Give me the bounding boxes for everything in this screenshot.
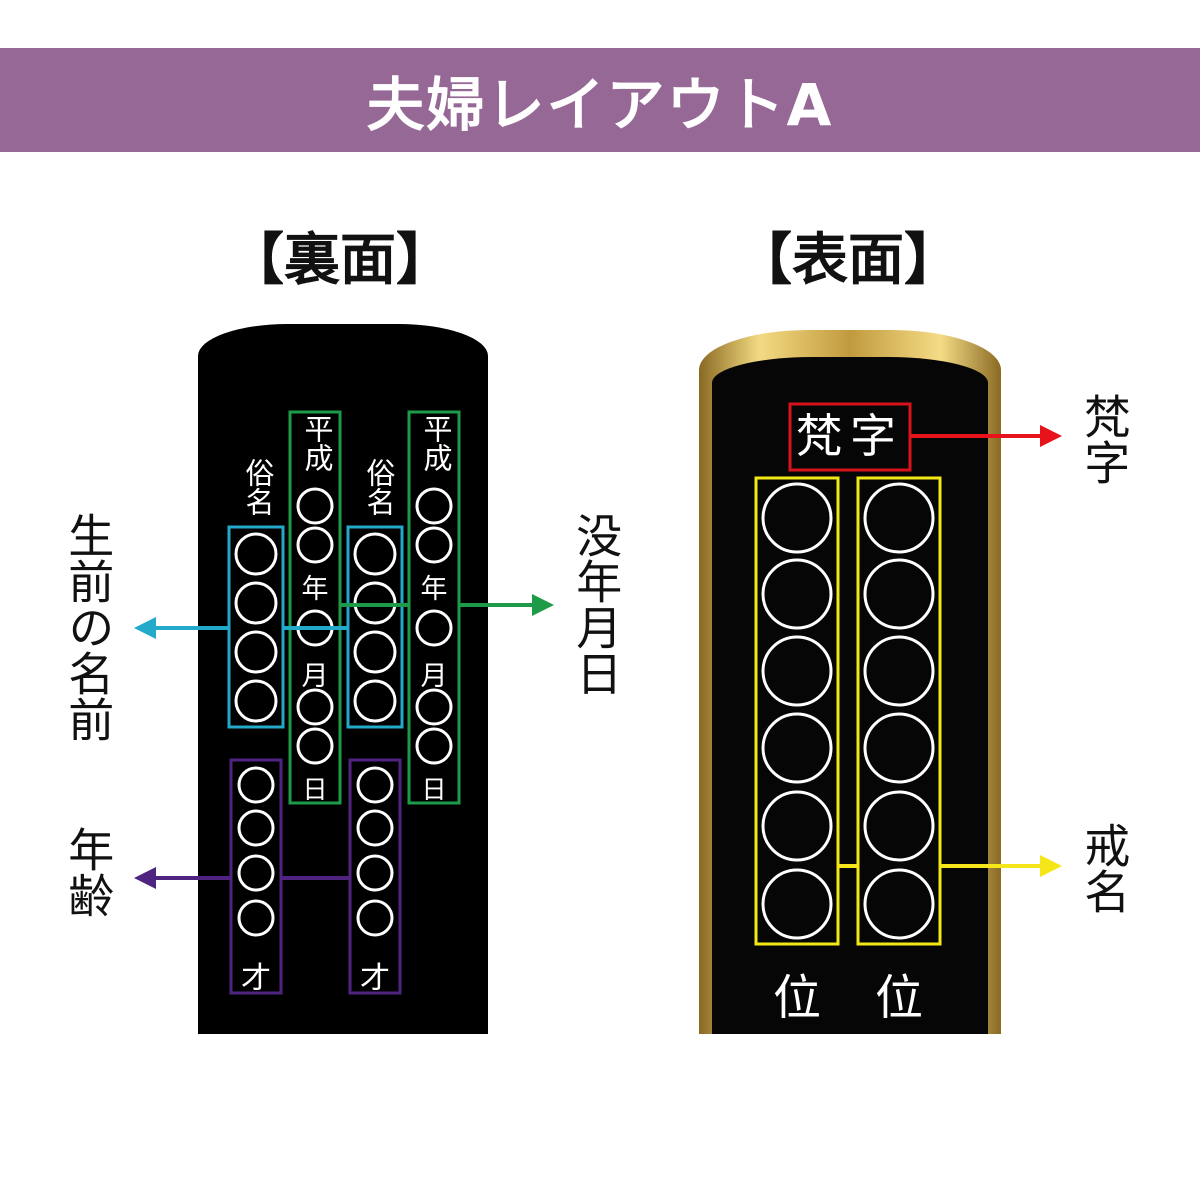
- date-month-char-1: 月: [301, 661, 329, 692]
- placeholder-circle-icon: [761, 482, 833, 554]
- bonji-text: 梵字: [796, 409, 904, 463]
- date-era-2: 平成: [419, 414, 453, 472]
- date-day-char-2: 日: [421, 775, 447, 804]
- placeholder-circle-icon: [761, 635, 833, 707]
- arrow-right-icon: [910, 425, 1062, 447]
- label-bonji: 梵字: [1077, 393, 1132, 485]
- placeholder-circle-icon: [237, 854, 275, 892]
- arrow-left-icon: [134, 867, 350, 889]
- placeholder-circle-icon: [234, 581, 278, 625]
- page-title: 夫婦レイアウトA: [366, 71, 834, 139]
- age-placeholder-circles: [237, 766, 394, 937]
- placeholder-circle-icon: [296, 727, 334, 765]
- label-death-date: 没年月日: [569, 512, 624, 696]
- arrow-left-icon: [134, 617, 348, 639]
- rank-char-2: 位: [874, 970, 923, 1026]
- placeholder-circle-icon: [863, 482, 935, 554]
- label-kaimyo: 戒名: [1077, 822, 1132, 914]
- placeholder-circle-icon: [356, 809, 394, 847]
- label-living-name: 生前の名前: [61, 512, 116, 742]
- arrow-right-icon: [340, 594, 554, 616]
- name-placeholder-circles: [234, 532, 397, 723]
- placeholder-circle-icon: [415, 688, 453, 726]
- arrow-right-icon: [838, 855, 1062, 877]
- placeholder-circle-icon: [234, 679, 278, 723]
- front-face-heading: 【表面】: [736, 228, 960, 293]
- placeholder-circle-icon: [863, 558, 935, 630]
- kaimyo-box-1: [754, 476, 840, 946]
- date-year-char-2: 年: [420, 574, 448, 605]
- label-age: 年齢: [61, 826, 116, 918]
- placeholder-circle-icon: [237, 766, 275, 804]
- placeholder-circle-icon: [356, 766, 394, 804]
- header-band: 夫婦レイアウトA: [0, 48, 1200, 152]
- placeholder-circle-icon: [863, 868, 935, 940]
- placeholder-circle-icon: [415, 727, 453, 765]
- placeholder-circle-icon: [296, 688, 334, 726]
- placeholder-circle-icon: [296, 487, 334, 525]
- back-face-heading: 【裏面】: [228, 228, 452, 293]
- age-suffix-1: 才: [241, 961, 271, 996]
- placeholder-circle-icon: [234, 532, 278, 576]
- date-day-char-1: 日: [302, 775, 328, 804]
- placeholder-circle-icon: [353, 532, 397, 576]
- date-era-1: 平成: [300, 414, 334, 472]
- kaimyo-box-2: [856, 476, 942, 946]
- date-month-char-2: 月: [420, 661, 448, 692]
- bonji-box: [788, 402, 912, 472]
- date-box-1: [288, 410, 342, 805]
- placeholder-circle-icon: [415, 526, 453, 564]
- date-box-2: [407, 410, 461, 805]
- placeholder-circle-icon: [296, 526, 334, 564]
- placeholder-circle-icon: [863, 635, 935, 707]
- placeholder-circle-icon: [415, 609, 453, 647]
- zokumyo-label-1: 俗名: [241, 458, 275, 516]
- placeholder-circle-icon: [237, 809, 275, 847]
- back-tablet: [198, 324, 488, 1034]
- placeholder-circle-icon: [761, 790, 833, 862]
- date-placeholder-circles: [296, 487, 453, 765]
- rank-char-1: 位: [772, 970, 821, 1026]
- placeholder-circle-icon: [761, 712, 833, 784]
- placeholder-circle-icon: [761, 868, 833, 940]
- placeholder-circle-icon: [863, 712, 935, 784]
- placeholder-circle-icon: [415, 487, 453, 525]
- placeholder-circle-icon: [863, 790, 935, 862]
- placeholder-circle-icon: [353, 679, 397, 723]
- zokumyo-label-2: 俗名: [362, 458, 396, 516]
- placeholder-circle-icon: [353, 630, 397, 674]
- kaimyo-placeholder-circles: [761, 482, 935, 940]
- placeholder-circle-icon: [237, 899, 275, 937]
- placeholder-circle-icon: [234, 630, 278, 674]
- age-suffix-2: 才: [360, 961, 390, 996]
- date-year-char-1: 年: [301, 574, 329, 605]
- placeholder-circle-icon: [356, 854, 394, 892]
- placeholder-circle-icon: [761, 558, 833, 630]
- placeholder-circle-icon: [356, 899, 394, 937]
